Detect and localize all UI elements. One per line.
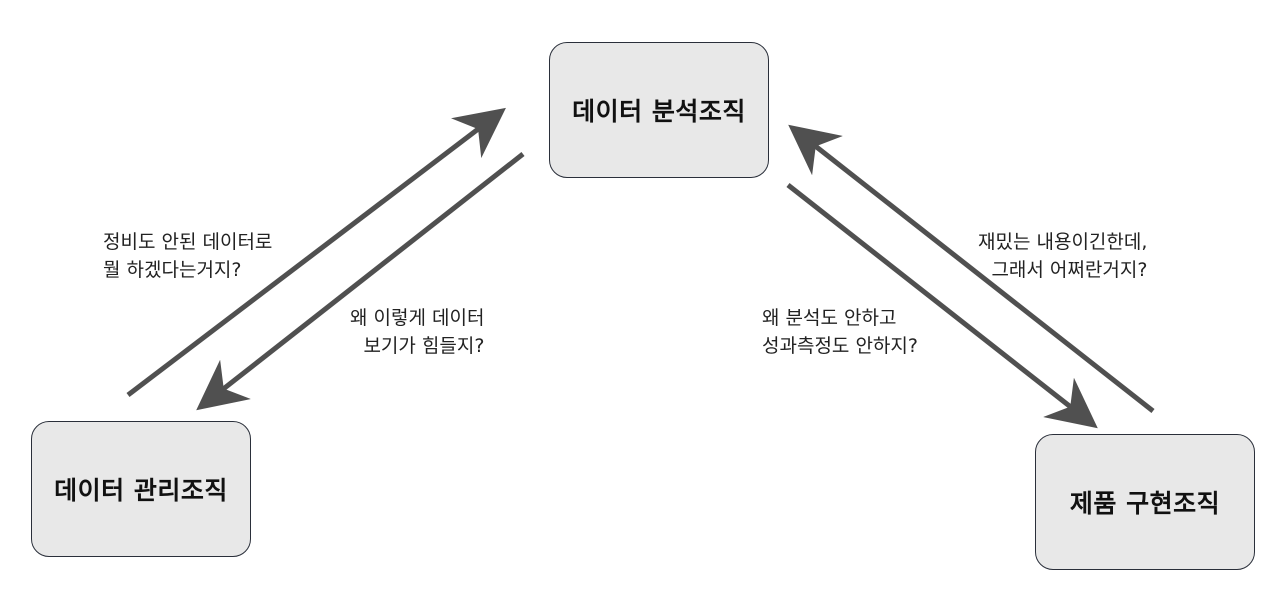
arrow-management-to-analysis	[126, 107, 506, 397]
note-analysis-to-management: 왜 이렇게 데이터 보기가 힘들지?	[350, 304, 484, 360]
note-analysis-to-product: 왜 분석도 안하고 성과측정도 안하지?	[762, 304, 918, 360]
note-line: 왜 분석도 안하고	[762, 307, 897, 329]
note-product-to-analysis: 재밌는 내용이긴한데, 그래서 어쩌란거지?	[978, 228, 1147, 284]
note-line: 보기가 힘들지?	[363, 335, 485, 357]
arrow-product-to-analysis	[788, 124, 1155, 413]
note-line: 성과측정도 안하지?	[762, 335, 918, 357]
box-label: 제품 구현조직	[1069, 489, 1221, 518]
note-line: 뭘 하겠다는거지?	[103, 259, 242, 281]
note-line: 재밌는 내용이긴한데,	[978, 231, 1148, 253]
note-line: 왜 이렇게 데이터	[350, 307, 485, 329]
box-label: 데이터 분석조직	[572, 97, 746, 126]
box-label: 데이터 관리조직	[54, 476, 228, 505]
box-data-management-org[interactable]: 데이터 관리조직	[31, 421, 251, 557]
note-management-to-analysis: 정비도 안된 데이터로 뭘 하겠다는거지?	[103, 228, 272, 284]
arrow-analysis-to-management	[196, 152, 525, 411]
box-product-org[interactable]: 제품 구현조직	[1035, 434, 1255, 570]
box-data-analysis-org[interactable]: 데이터 분석조직	[549, 42, 769, 178]
arrow-analysis-to-product	[786, 183, 1098, 429]
note-line: 정비도 안된 데이터로	[103, 231, 273, 253]
note-line: 그래서 어쩌란거지?	[991, 259, 1148, 281]
